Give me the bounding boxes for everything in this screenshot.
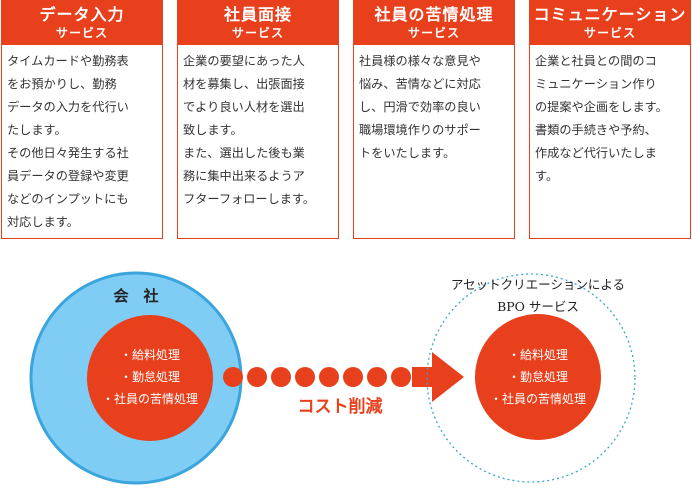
card-header: データ入力 サービス xyxy=(2,1,162,45)
card-title: 社員の苦情処理 xyxy=(374,5,494,24)
bpo-outer-circle xyxy=(426,273,636,483)
service-card-interview: 社員面接 サービス 企業の要望にあった人 材を募集し、出張面接 でより良い人材を… xyxy=(177,0,339,239)
cost-reduction-arrow xyxy=(223,352,464,402)
bpo-inner-circle xyxy=(475,314,601,440)
bpo-item: ・給料処理 xyxy=(508,348,568,362)
card-title: コミュニケーション xyxy=(533,5,687,24)
card-body: 企業の要望にあった人 材を募集し、出張面接 でより良い人材を選出 致します。 ま… xyxy=(183,54,316,206)
card-header: コミュニケーション サービス xyxy=(530,1,690,45)
service-card-data-entry: データ入力 サービス タイムカードや勤務表 をお預かりし、勤務 データの入力を代… xyxy=(1,0,163,239)
company-item: ・社員の苦情処理 xyxy=(102,391,198,406)
company-item: ・給料処理 xyxy=(120,348,180,362)
card-title: データ入力 xyxy=(39,5,125,24)
card-header: 社員面接 サービス xyxy=(178,1,338,45)
arrow-dot xyxy=(319,367,339,387)
card-body: 企業と社員との間のコ ミュニケーション作り の提案や企画をします。 書類の手続き… xyxy=(535,54,668,183)
arrow-dot xyxy=(343,367,363,387)
card-title: 社員面接 xyxy=(223,5,292,24)
cost-reduction-label: コスト削減 xyxy=(298,396,383,417)
card-body: タイムカードや勤務表 をお預かりし、勤務 データの入力を代行い たします。 その… xyxy=(7,54,129,229)
arrow-dot xyxy=(391,367,411,387)
bpo-caption-line1: アセットクリエーションによる xyxy=(451,277,625,292)
card-body: 社員様の様々な意見や 悩み、苦情などに対応 し、円滑で効率の良い 職場環境作りの… xyxy=(359,54,481,160)
card-subtitle: サービス xyxy=(407,26,460,40)
arrow-dot xyxy=(367,367,387,387)
card-subtitle: サービス xyxy=(583,26,636,40)
company-item: ・勤怠処理 xyxy=(120,370,180,384)
service-card-complaints: 社員の苦情処理 サービス 社員様の様々な意見や 悩み、苦情などに対応 し、円滑で… xyxy=(353,0,515,239)
arrow-dot xyxy=(223,367,243,387)
arrow-head-icon xyxy=(412,352,464,402)
card-header: 社員の苦情処理 サービス xyxy=(354,1,514,45)
arrow-dot xyxy=(271,367,291,387)
bpo-caption-line2: BPO サービス xyxy=(497,299,579,314)
service-card-communication: コミュニケーション サービス 企業と社員との間のコ ミュニケーション作り の提案… xyxy=(529,0,691,239)
bpo-item: ・勤怠処理 xyxy=(508,370,568,384)
company-label: 会 社 xyxy=(113,287,158,305)
card-subtitle: サービス xyxy=(55,26,108,40)
bpo-item: ・社員の苦情処理 xyxy=(490,391,586,406)
company-inner-circle xyxy=(87,315,213,441)
arrow-dot xyxy=(295,367,315,387)
arrow-dot xyxy=(247,367,267,387)
card-subtitle: サービス xyxy=(231,26,284,40)
